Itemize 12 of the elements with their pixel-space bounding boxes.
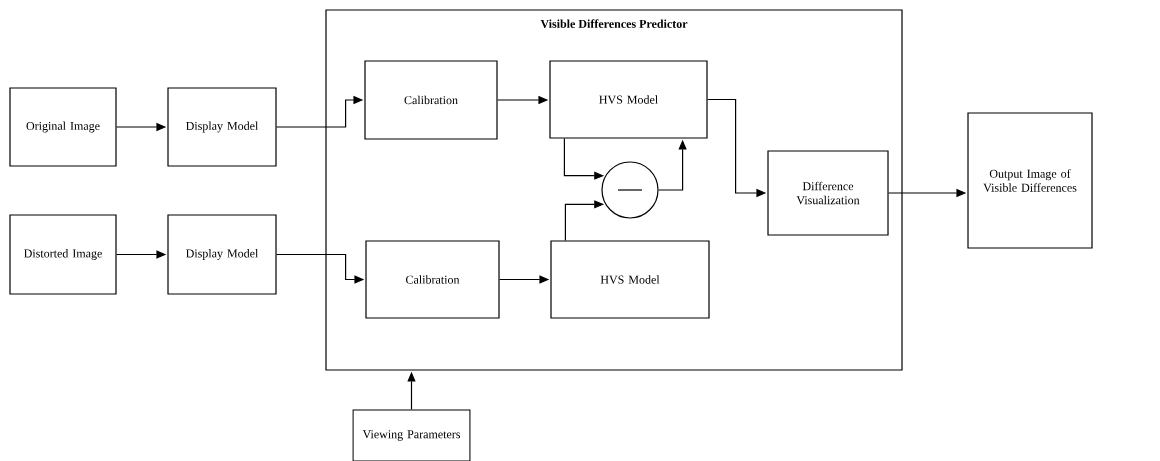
- model-box: HVS Model: [550, 240, 710, 319]
- process-box: Display Model: [167, 214, 277, 295]
- subtract-circle: [601, 161, 659, 219]
- process-box: Calibration: [365, 240, 500, 319]
- process-box: Original Image: [9, 87, 117, 167]
- process-box: Display Model: [167, 87, 277, 167]
- process-box: Distorted Image: [9, 214, 117, 295]
- process-box: Calibration: [364, 60, 498, 140]
- model-box: HVS Model: [549, 60, 708, 139]
- process-box: Difference Visualization: [767, 150, 889, 236]
- output-box: Output Image of Visible Differences: [967, 112, 1093, 249]
- process-box: Viewing Parameters: [352, 409, 471, 461]
